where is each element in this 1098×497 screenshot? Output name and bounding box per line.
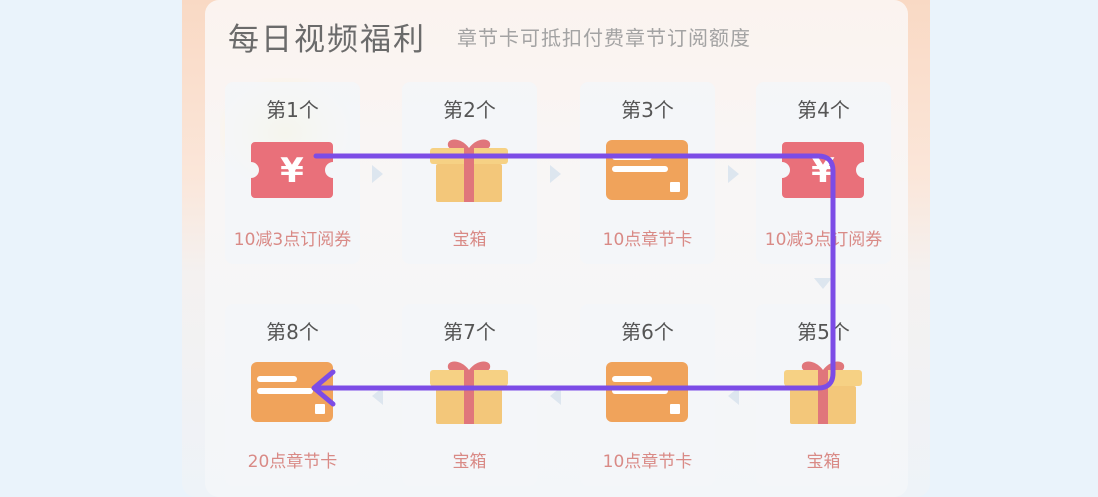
sequence-arrow-icon	[372, 387, 383, 405]
chapter-card-icon	[606, 362, 688, 422]
reward-label: 第8个	[266, 320, 319, 344]
chapter-card-icon	[606, 140, 688, 200]
reward-item-7[interactable]: 第7个 宝箱	[402, 304, 537, 486]
reward-item-1[interactable]: 第1个 ¥ 10减3点订阅券	[225, 82, 360, 264]
reward-label: 第2个	[443, 98, 496, 122]
reward-label: 第4个	[797, 98, 850, 122]
reward-label: 第6个	[621, 320, 674, 344]
reward-item-8[interactable]: 第8个 20点章节卡	[225, 304, 360, 486]
chapter-card-icon	[251, 362, 333, 422]
panel-subtitle: 章节卡可抵扣付费章节订阅额度	[457, 26, 751, 50]
gift-box-icon	[784, 361, 862, 424]
reward-label: 第5个	[797, 320, 850, 344]
sequence-arrow-icon	[372, 165, 383, 183]
coupon-icon: ¥	[251, 142, 333, 198]
reward-name: 10点章节卡	[602, 230, 693, 250]
svg-text:¥: ¥	[280, 151, 304, 191]
sequence-arrow-icon	[728, 387, 739, 405]
sequence-down-arrow-icon	[814, 278, 832, 289]
reward-name: 宝箱	[806, 452, 841, 472]
reward-name: 10点章节卡	[602, 452, 693, 472]
reward-name: 宝箱	[452, 230, 487, 250]
reward-item-2[interactable]: 第2个 宝箱	[402, 82, 537, 264]
gift-box-icon	[430, 139, 508, 202]
reward-name: 10减3点订阅券	[764, 230, 883, 250]
sequence-arrow-icon	[550, 387, 561, 405]
coupon-icon: ¥	[782, 142, 864, 198]
reward-item-5[interactable]: 第5个 宝箱	[756, 304, 891, 486]
reward-label: 第3个	[621, 98, 674, 122]
reward-item-3[interactable]: 第3个 10点章节卡	[580, 82, 715, 264]
reward-name: 20点章节卡	[247, 452, 338, 472]
sequence-arrow-icon	[728, 165, 739, 183]
reward-item-6[interactable]: 第6个 10点章节卡	[580, 304, 715, 486]
reward-name: 10减3点订阅券	[233, 230, 352, 250]
reward-label: 第7个	[443, 320, 496, 344]
sequence-arrow-icon	[550, 165, 561, 183]
svg-text:¥: ¥	[811, 151, 835, 191]
reward-item-4[interactable]: 第4个 ¥ 10减3点订阅券	[756, 82, 891, 264]
reward-name: 宝箱	[452, 452, 487, 472]
panel-title: 每日视频福利	[228, 22, 426, 58]
reward-label: 第1个	[266, 98, 319, 122]
gift-box-icon	[430, 361, 508, 424]
